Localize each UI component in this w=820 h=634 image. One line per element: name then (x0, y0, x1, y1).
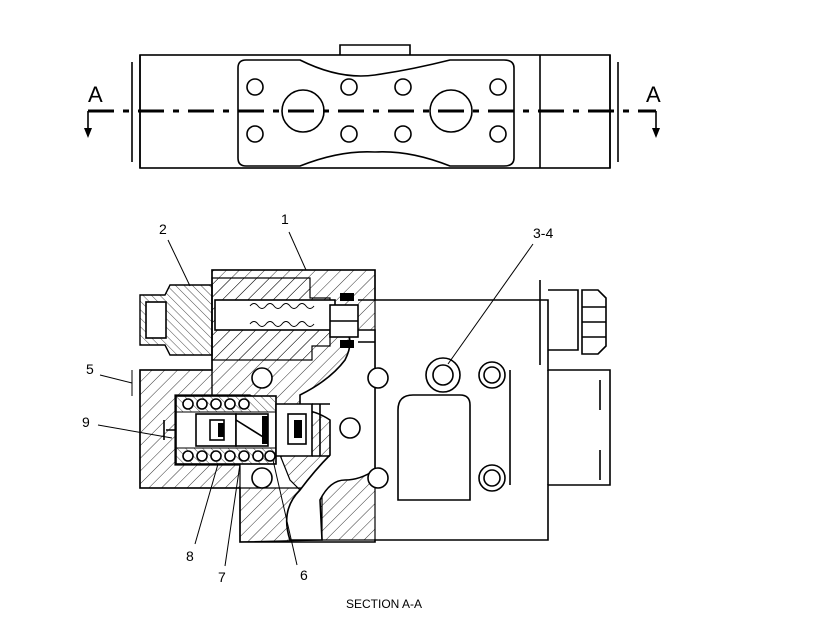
top-view (84, 44, 660, 169)
callout-1: 1 (281, 211, 289, 227)
callout-9: 9 (82, 414, 90, 430)
section-view (139, 269, 611, 543)
callout-3-4: 3-4 (533, 225, 554, 241)
callout-8: 8 (186, 548, 194, 564)
section-caption: SECTION A-A (346, 597, 423, 611)
callout-2: 2 (159, 221, 167, 237)
callout-7: 7 (218, 569, 226, 585)
callout-5: 5 (86, 361, 94, 377)
section-marker-right: A (646, 82, 661, 107)
section-marker-left: A (88, 82, 103, 107)
leader-lines (97, 231, 534, 567)
callout-6: 6 (300, 567, 308, 583)
